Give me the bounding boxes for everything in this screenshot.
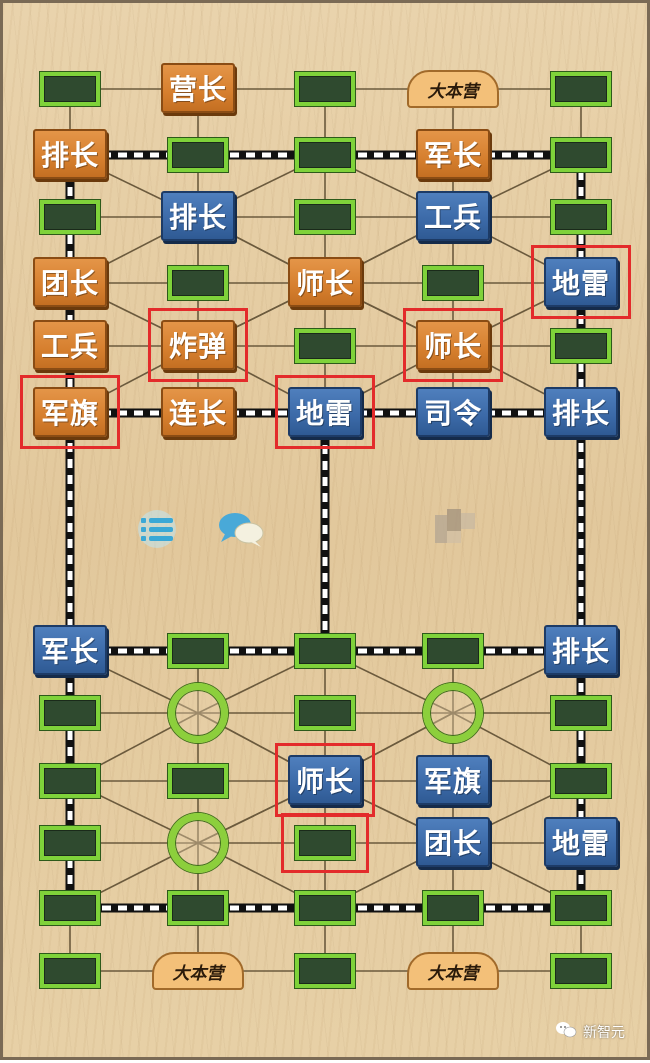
post-0-10[interactable] <box>40 891 100 925</box>
post-1-6[interactable] <box>168 634 228 668</box>
piece-orange-12[interactable]: 连长 <box>161 387 235 437</box>
post-4-4[interactable] <box>551 329 611 363</box>
piece-blue-17[interactable]: 排长 <box>544 625 618 675</box>
highlight-box-9 <box>148 308 248 382</box>
post-1-1[interactable] <box>168 138 228 172</box>
piece-orange-9[interactable]: 炸弹 <box>161 320 235 370</box>
post-4-10[interactable] <box>551 891 611 925</box>
post-2-4[interactable] <box>295 329 355 363</box>
headquarters-0[interactable]: 大本营 <box>407 70 499 108</box>
post-4-2[interactable] <box>551 200 611 234</box>
post-4-1[interactable] <box>551 138 611 172</box>
piece-blue-18[interactable]: 师长 <box>288 755 362 805</box>
piece-blue-14[interactable]: 司令 <box>416 387 490 437</box>
piece-orange-11[interactable]: 军旗 <box>33 387 107 437</box>
piece-blue-19[interactable]: 军旗 <box>416 755 490 805</box>
post-1-10[interactable] <box>168 891 228 925</box>
piece-orange-6[interactable]: 师长 <box>288 257 362 307</box>
highlight-box-18 <box>275 743 375 817</box>
post-3-3[interactable] <box>423 266 483 300</box>
post-2-10[interactable] <box>295 891 355 925</box>
post-0-11[interactable] <box>40 954 100 988</box>
post-2-6[interactable] <box>295 634 355 668</box>
piece-blue-20[interactable]: 团长 <box>416 817 490 867</box>
blurred-avatar <box>435 509 479 543</box>
post-1-3[interactable] <box>168 266 228 300</box>
post-0-8[interactable] <box>40 764 100 798</box>
highlight-box-10 <box>403 308 503 382</box>
piece-blue-7[interactable]: 地雷 <box>544 257 618 307</box>
post-0-0[interactable] <box>40 72 100 106</box>
highlight-box-13 <box>275 375 375 449</box>
chat-bubbles-icon[interactable] <box>215 508 267 550</box>
piece-blue-4[interactable]: 工兵 <box>416 191 490 241</box>
piece-orange-0[interactable]: 营长 <box>161 63 235 113</box>
piece-blue-15[interactable]: 排长 <box>544 387 618 437</box>
piece-blue-13[interactable]: 地雷 <box>288 387 362 437</box>
post-4-7[interactable] <box>551 696 611 730</box>
post-1-8[interactable] <box>168 764 228 798</box>
post-3-10[interactable] <box>423 891 483 925</box>
highlight-empty-post-0 <box>281 813 369 873</box>
piece-blue-16[interactable]: 军长 <box>33 625 107 675</box>
watermark-text: 新智元 <box>583 1025 625 1041</box>
camp-1-9[interactable] <box>168 813 228 873</box>
watermark: 新智元 <box>555 1021 625 1043</box>
headquarters-1[interactable]: 大本营 <box>152 952 244 990</box>
post-0-7[interactable] <box>40 696 100 730</box>
piece-orange-5[interactable]: 团长 <box>33 257 107 307</box>
post-2-2[interactable] <box>295 200 355 234</box>
wechat-icon <box>555 1021 577 1043</box>
piece-blue-3[interactable]: 排长 <box>161 191 235 241</box>
piece-orange-2[interactable]: 军长 <box>416 129 490 179</box>
piece-blue-21[interactable]: 地雷 <box>544 817 618 867</box>
piece-orange-8[interactable]: 工兵 <box>33 320 107 370</box>
headquarters-2[interactable]: 大本营 <box>407 952 499 990</box>
post-2-1[interactable] <box>295 138 355 172</box>
post-4-11[interactable] <box>551 954 611 988</box>
piece-orange-1[interactable]: 排长 <box>33 129 107 179</box>
post-2-7[interactable] <box>295 696 355 730</box>
camp-3-7[interactable] <box>423 683 483 743</box>
menu-list-icon[interactable] <box>133 509 181 549</box>
piece-orange-10[interactable]: 师长 <box>416 320 490 370</box>
post-2-11[interactable] <box>295 954 355 988</box>
post-4-8[interactable] <box>551 764 611 798</box>
post-0-2[interactable] <box>40 200 100 234</box>
post-4-0[interactable] <box>551 72 611 106</box>
post-0-9[interactable] <box>40 826 100 860</box>
post-3-6[interactable] <box>423 634 483 668</box>
post-2-0[interactable] <box>295 72 355 106</box>
highlight-box-11 <box>20 375 120 449</box>
highlight-box-7 <box>531 245 631 319</box>
post-2-9[interactable] <box>295 826 355 860</box>
camp-1-7[interactable] <box>168 683 228 743</box>
